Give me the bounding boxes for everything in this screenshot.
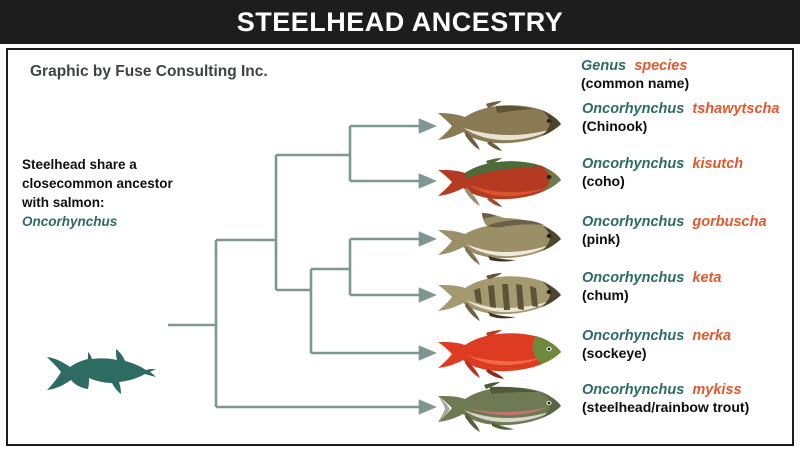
tip-scientific-name-pink: Oncorhynchus gorbuscha — [582, 214, 767, 231]
tip-label-sockeye: Oncorhynchus nerka (sockeye) — [582, 328, 731, 362]
intro-text: Steelhead share a closecommon ancestor w… — [22, 155, 212, 232]
legend-scientific-name: Genus species — [581, 58, 689, 75]
tip-genus-sockeye: Oncorhynchus — [582, 328, 685, 344]
tip-scientific-name-steelhead: Oncorhynchus mykiss — [582, 382, 749, 399]
cladogram-branches — [168, 118, 437, 415]
tip-label-chum: Oncorhynchus keta (chum) — [582, 270, 721, 304]
ancestor-fish-icon — [47, 349, 156, 394]
tip-label-pink: Oncorhynchus gorbuscha (pink) — [582, 214, 767, 248]
tip-genus-coho: Oncorhynchus — [582, 156, 685, 172]
tip-species-sockeye: nerka — [692, 328, 732, 344]
tip-common-name-chinook: (Chinook) — [582, 118, 648, 135]
tip-label-chinook: Oncorhynchus tshawytscha (Chinook) — [582, 101, 779, 135]
page-title: STEELHEAD ANCESTRY — [236, 6, 564, 37]
tip-species-pink: gorbuscha — [692, 214, 767, 230]
pink-salmon-icon — [438, 213, 561, 265]
tip-genus-chinook: Oncorhynchus — [582, 101, 685, 117]
sockeye-salmon-icon — [438, 330, 561, 379]
tip-scientific-name-coho: Oncorhynchus kisutch — [582, 156, 743, 173]
tip-species-steelhead: mykiss — [692, 382, 742, 398]
legend-common-name: (common name) — [581, 75, 690, 92]
intro-line-3: with salmon: — [22, 195, 105, 211]
tip-genus-pink: Oncorhynchus — [582, 214, 685, 230]
tip-scientific-name-sockeye: Oncorhynchus nerka — [582, 328, 731, 345]
tip-label-coho: Oncorhynchus kisutch (coho) — [582, 156, 743, 190]
tip-species-chum: keta — [692, 270, 722, 286]
intro-line-1: Steelhead share a — [22, 157, 137, 172]
tip-common-name-pink: (pink) — [582, 231, 621, 248]
tip-common-name-sockeye: (sockeye) — [582, 345, 647, 362]
tip-scientific-name-chum: Oncorhynchus keta — [582, 270, 721, 287]
legend-species: species — [634, 58, 688, 74]
tip-common-name-steelhead: (steelhead/rainbow trout) — [582, 399, 750, 416]
tip-genus-steelhead: Oncorhynchus — [582, 382, 685, 398]
chum-salmon-icon — [438, 273, 561, 321]
tip-species-coho: kisutch — [692, 156, 744, 172]
tip-label-steelhead: Oncorhynchus mykiss (steelhead/rainbow t… — [582, 382, 749, 416]
steelhead-rainbow-trout-icon — [438, 382, 561, 432]
header-bar: STEELHEAD ANCESTRY — [0, 0, 800, 44]
legend-genus: Genus — [581, 58, 627, 74]
tip-scientific-name-chinook: Oncorhynchus tshawytscha — [582, 101, 779, 118]
legend-key: Genus species (common name) — [581, 58, 689, 92]
intro-line-2: closecommon ancestor — [22, 176, 173, 192]
coho-salmon-icon — [438, 158, 561, 207]
intro-genus: Oncorhynchus — [22, 214, 118, 230]
tip-species-chinook: tshawytscha — [692, 101, 780, 117]
credit-text: Graphic by Fuse Consulting Inc. — [30, 63, 268, 80]
chinook-salmon-icon — [438, 101, 561, 151]
tip-common-name-coho: (coho) — [582, 173, 625, 190]
tip-common-name-chum: (chum) — [582, 287, 629, 304]
diagram-panel: Graphic by Fuse Consulting Inc. Genus sp… — [6, 48, 794, 446]
tip-genus-chum: Oncorhynchus — [582, 270, 685, 286]
